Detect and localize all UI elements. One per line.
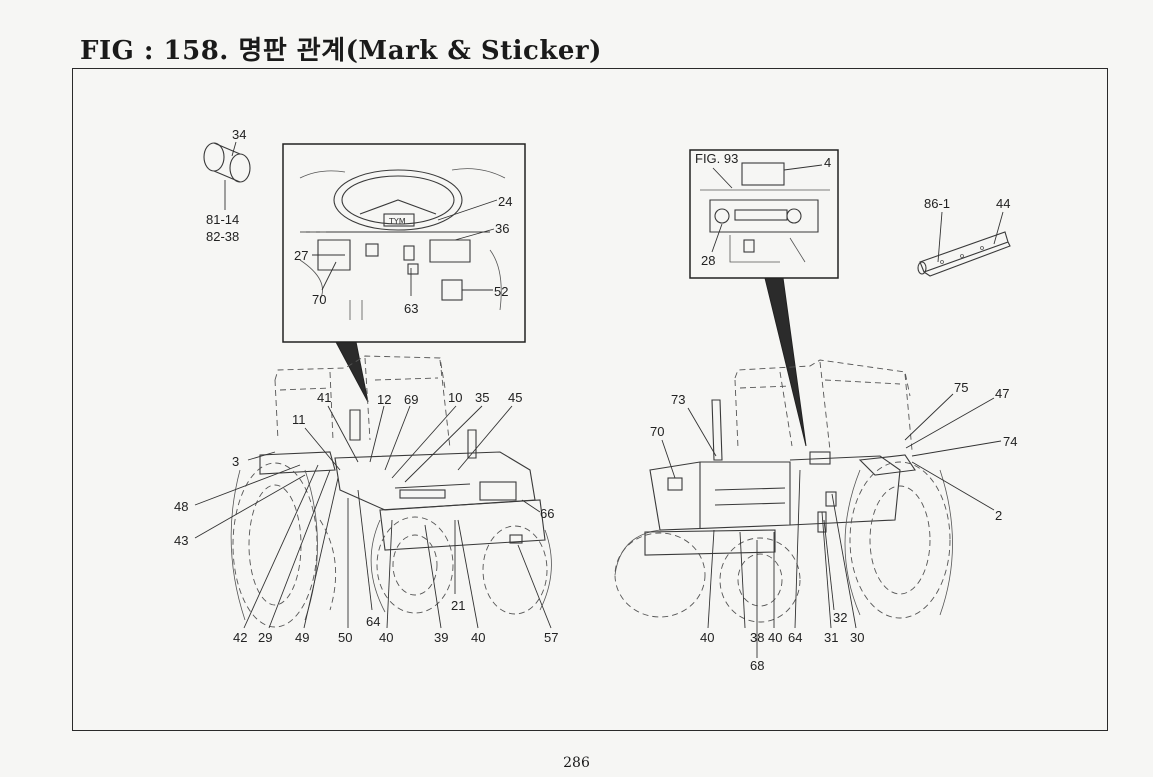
label-4: 4: [824, 155, 831, 170]
fig93-inset-box: [689, 149, 839, 279]
label-fig93: FIG. 93: [695, 151, 738, 166]
label-69: 69: [404, 392, 418, 407]
inset-pointer-right: [764, 277, 807, 447]
label-43: 43: [174, 533, 188, 548]
steering-emblem-glyph: TYM: [388, 217, 406, 226]
label-11: 11: [292, 412, 306, 427]
label-45: 45: [508, 390, 522, 405]
label-36: 36: [495, 221, 509, 236]
label-73: 73: [671, 392, 685, 407]
label-40-a: 40: [379, 630, 393, 645]
label-40-b: 40: [471, 630, 485, 645]
label-31: 31: [824, 630, 838, 645]
label-32: 32: [833, 610, 847, 625]
label-41: 41: [317, 390, 331, 405]
page-title: FIG : 158. 명판 관계(Mark & Sticker): [80, 36, 602, 66]
label-44: 44: [996, 196, 1010, 211]
label-82-38: 82-38: [206, 229, 239, 244]
page-number: 286: [563, 755, 590, 771]
dashboard-inset-box: [282, 143, 526, 343]
label-2: 2: [995, 508, 1002, 523]
label-64: 64: [366, 614, 380, 629]
label-24: 24: [498, 194, 512, 209]
tractor-front-view-left: [230, 355, 552, 628]
label-49: 49: [295, 630, 309, 645]
label-50: 50: [338, 630, 352, 645]
label-42: 42: [233, 630, 247, 645]
label-68: 68: [750, 658, 764, 673]
label-30: 30: [850, 630, 864, 645]
label-38: 38: [750, 630, 764, 645]
label-12: 12: [377, 392, 391, 407]
label-39: 39: [434, 630, 448, 645]
cylinder-part-drawing: [203, 141, 251, 210]
label-34: 34: [232, 127, 246, 142]
label-57: 57: [544, 630, 558, 645]
label-47: 47: [995, 386, 1009, 401]
label-21: 21: [451, 598, 465, 613]
rear-panel-drawing: [700, 162, 830, 263]
inset-pointer-left: [335, 341, 369, 403]
label-3: 3: [232, 454, 239, 469]
figure-frame: [72, 68, 1108, 731]
label-28: 28: [701, 253, 715, 268]
label-35: 35: [475, 390, 489, 405]
label-48: 48: [174, 499, 188, 514]
label-10: 10: [448, 390, 462, 405]
label-52: 52: [494, 284, 508, 299]
label-70: 70: [650, 424, 664, 439]
label-63: 63: [404, 301, 418, 316]
label-74: 74: [1003, 434, 1017, 449]
label-27: 27: [294, 248, 308, 263]
sticker-strip-drawing: [917, 231, 1011, 277]
label-86-1: 86-1: [924, 196, 950, 211]
label-66: 66: [540, 506, 554, 521]
label-81-14: 81-14: [206, 212, 239, 227]
label-64: 64: [788, 630, 802, 645]
label-40-b: 40: [768, 630, 782, 645]
label-70: 70: [312, 292, 326, 307]
label-40-a: 40: [700, 630, 714, 645]
label-29: 29: [258, 630, 272, 645]
tractor-rear-view-right: [614, 359, 953, 623]
label-75: 75: [954, 380, 968, 395]
